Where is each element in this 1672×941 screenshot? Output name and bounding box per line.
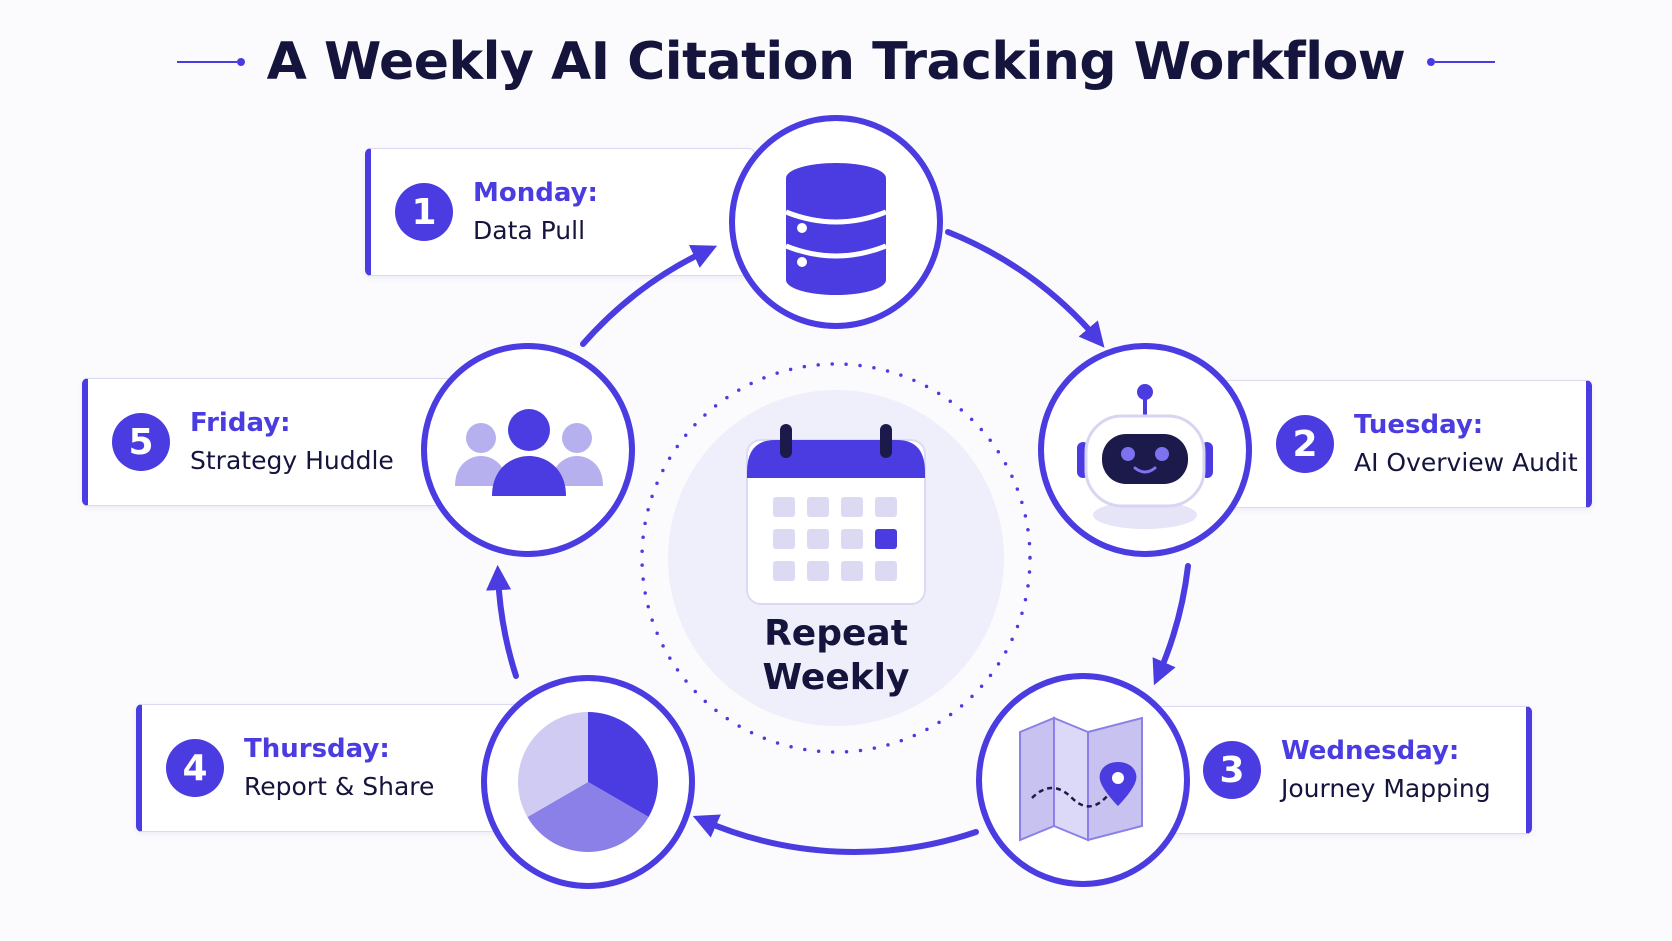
step-circle-tuesday (1038, 343, 1252, 557)
center-label: Repeat Weekly (711, 612, 961, 700)
step-task: Report & Share (244, 772, 435, 801)
step-task: Journey Mapping (1281, 774, 1491, 803)
step-circle-wednesday (976, 673, 1190, 887)
team-icon (455, 409, 603, 496)
title-decoration-right (1427, 58, 1496, 66)
step-task: Data Pull (473, 216, 586, 245)
arrow-friday-to-monday (580, 244, 718, 347)
dotted-cycle-ring (640, 362, 1032, 754)
arrow-tuesday-to-wednesday (1152, 563, 1191, 686)
step-circle-thursday (481, 675, 695, 889)
step-number-badge: 4 (166, 739, 224, 797)
step-task: Strategy Huddle (190, 446, 394, 475)
title-area: A Weekly AI Citation Tracking Workflow (0, 22, 1672, 102)
calendar-icon (746, 424, 926, 605)
step-day: Friday: (190, 408, 291, 438)
step-circle-monday (729, 115, 943, 329)
step-task: AI Overview Audit (1354, 448, 1578, 477)
arrow-monday-to-tuesday (945, 229, 1105, 348)
step-day: Wednesday: (1281, 736, 1460, 766)
title-decoration-left (176, 58, 245, 66)
step-circle-friday (421, 343, 635, 557)
step-day: Tuesday: (1354, 410, 1484, 440)
step-card-friday: 5 Friday: Strategy Huddle (82, 378, 452, 506)
arrow-wednesday-to-thursday (692, 814, 979, 855)
database-icon (785, 163, 887, 295)
step-day: Thursday: (244, 734, 390, 764)
page-title: A Weekly AI Citation Tracking Workflow (266, 32, 1406, 92)
step-number-badge: 1 (395, 183, 453, 241)
robot-icon (1077, 384, 1213, 529)
step-card-monday: 1 Monday: Data Pull (365, 148, 755, 276)
step-day: Monday: (473, 178, 598, 208)
center-label-line1: Repeat (764, 613, 908, 654)
step-number-badge: 2 (1276, 415, 1334, 473)
map-icon (1019, 716, 1143, 842)
step-number-badge: 5 (112, 413, 170, 471)
step-number-badge: 3 (1203, 741, 1261, 799)
pie-chart-icon (518, 712, 658, 852)
center-label-line2: Weekly (762, 657, 910, 698)
arrow-thursday-to-friday (486, 564, 519, 679)
step-card-thursday: 4 Thursday: Report & Share (136, 704, 536, 832)
